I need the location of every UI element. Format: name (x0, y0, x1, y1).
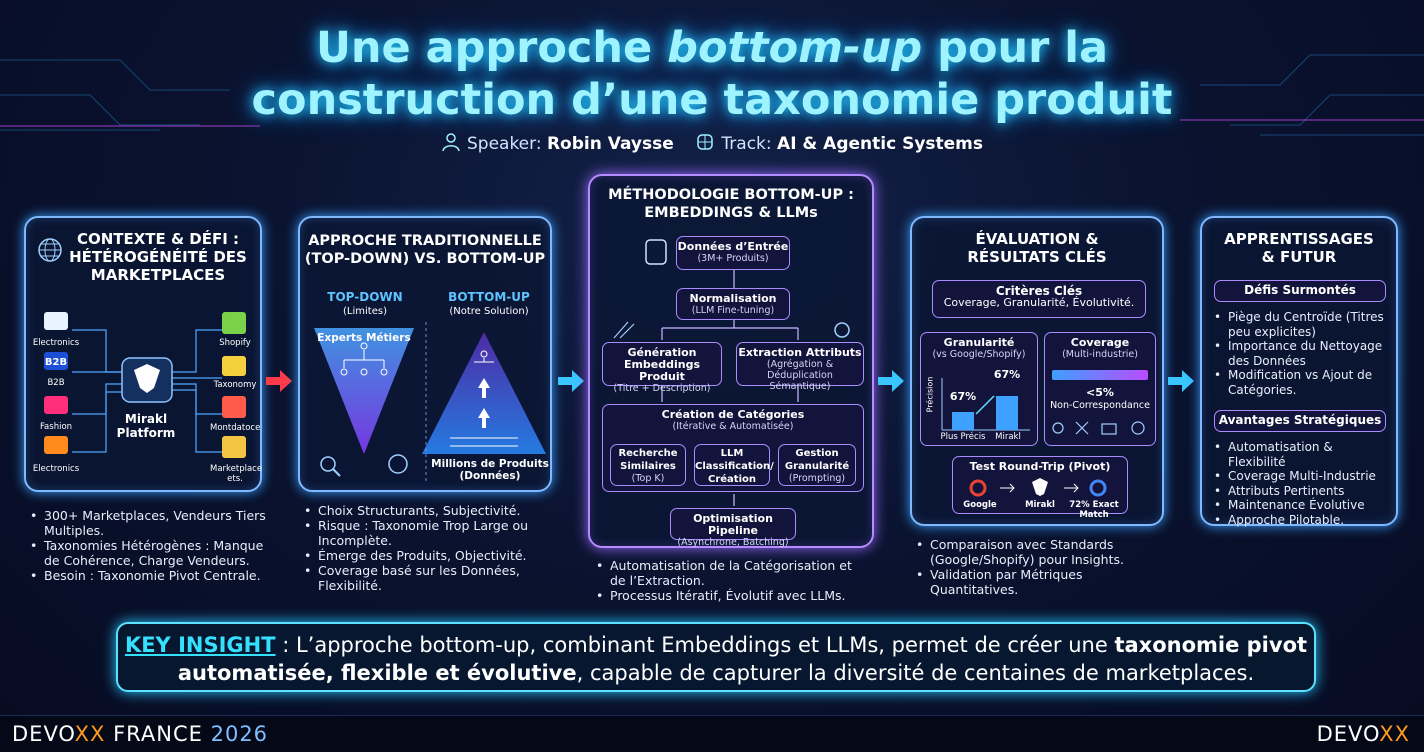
panel-learnings: APPRENTISSAGES & FUTUR Défis Surmontés P… (1200, 216, 1398, 527)
step-input: Données d’Entrée(3M+ Produits) (676, 236, 790, 270)
bullet: Processus Itératif, Évolutif avec LLMs. (596, 588, 870, 603)
rt-google: Google (963, 500, 997, 510)
coverage-bar (1052, 370, 1148, 435)
challenges-list: Piège du Centroïde (Titres peu explicite… (1214, 310, 1394, 397)
arrow-right-icon (266, 370, 292, 392)
speaker-track: Speaker: Robin Vaysse Track: AI & Agenti… (0, 132, 1424, 154)
mirakl-platform: Mirakl Platform (116, 412, 176, 440)
left-label-4: Electronics (32, 464, 80, 474)
bullet: Attributs Pertinents (1214, 484, 1394, 499)
left-label-2: B2B (47, 378, 65, 388)
footer: DEVOXX FRANCE 2026 DEVOXX (0, 715, 1424, 752)
gran-axis-label: Précision (925, 376, 935, 413)
person-icon (442, 133, 460, 152)
bullet: Automatisation de la Catégorisation et d… (596, 558, 870, 588)
panel-context-title: CONTEXTE & DÉFI : HÉTÉROGÉNÉITÉ DES MARK… (69, 230, 247, 284)
marketplace-network (44, 312, 246, 458)
bullet: Validation par Métriques Quantitatives. (916, 567, 1166, 597)
arrow-right-icon (878, 370, 904, 392)
bar2-label: Mirakl (995, 432, 1021, 442)
bullet: Émerge des Produits, Objectivité. (304, 548, 554, 563)
bullet: Piège du Centroïde (Titres peu explicite… (1214, 310, 1394, 339)
right-label-4: Marketplace ets. (210, 464, 263, 484)
rt-match: 72% Exact Match (1069, 500, 1119, 520)
bullet: Choix Structurants, Subjectivité. (304, 503, 554, 518)
pipeline-connectors (613, 239, 850, 506)
right-label-1: Shopify (219, 338, 251, 348)
bullet: Maintenance Évolutive (1214, 498, 1394, 513)
footer-brand-logo: DEVOXX (1316, 722, 1410, 746)
granularity-box: Granularité(vs Google/Shopify) (920, 332, 1038, 446)
step-embeddings: Génération Embeddings Produit(Titre + De… (602, 342, 722, 394)
page-title: Une approche bottom-up pour la construct… (251, 23, 1173, 125)
panel-methodology: MÉTHODOLOGIE BOTTOM-UP : EMBEDDINGS & LL… (588, 174, 874, 548)
substep-granularity: Gestion Granularité(Prompting) (778, 444, 856, 486)
coverage-value: <5% (1086, 386, 1114, 399)
bullet: Automatisation & Flexibilité (1214, 440, 1394, 469)
right-label-3: Montdatoce (210, 423, 261, 433)
key-insight: KEY INSIGHT : L’approche bottom-up, comb… (116, 622, 1316, 692)
panel-context-bullets: 300+ Marketplaces, Vendeurs Tiers Multip… (30, 508, 266, 583)
step-optimisation: Optimisation Pipeline(Asynchrone, Batchi… (670, 508, 796, 548)
left-label-3: Fashion (39, 422, 73, 432)
granularity-bars (941, 378, 1030, 431)
advantages-header: Avantages Stratégiques (1214, 410, 1386, 432)
step-extraction: Extraction Attributs(Agrégation & Dédupl… (736, 342, 864, 392)
bottomup-sub: (Notre Solution) (449, 306, 529, 317)
bar1-value: 67% (949, 390, 977, 403)
substep-llm: LLM Classification/ Création (694, 444, 774, 486)
bullet: Approche Pilotable. (1214, 513, 1394, 528)
bullet: Comparaison avec Standards (Google/Shopi… (916, 537, 1166, 567)
bullet: Importance du Nettoyage des Données (1214, 339, 1394, 368)
arrow-right-icon (1168, 370, 1194, 392)
substep-search: Recherche Similaires(Top K) (610, 444, 686, 486)
bullet: Coverage basé sur les Données, Flexibili… (304, 563, 554, 593)
key-insight-label: KEY INSIGHT (124, 633, 276, 657)
arrow-right-icon (558, 370, 584, 392)
panel-evaluation-title: ÉVALUATION & RÉSULTATS CLÉS (967, 230, 1107, 266)
roundtrip-icons (969, 478, 1107, 497)
panel-approach-title: APPROCHE TRADITIONNELLE (TOP-DOWN) VS. B… (304, 233, 546, 267)
right-label-2: Taxonomy (213, 380, 257, 390)
bar1-label: Plus Précis (940, 432, 986, 442)
bullet: Coverage Multi-Industrie (1214, 469, 1394, 484)
panel-learnings-title: APPRENTISSAGES & FUTUR (1224, 230, 1374, 266)
bottomup-title: BOTTOM-UP (448, 290, 530, 304)
panel-approach: APPROCHE TRADITIONNELLE (TOP-DOWN) VS. B… (298, 216, 552, 492)
coverage-label: Non-Correspondance (1050, 400, 1150, 411)
footer-event-logo: DEVOXX FRANCE 2026 (12, 722, 269, 746)
panel-methodology-title: MÉTHODOLOGIE BOTTOM-UP : EMBEDDINGS & LL… (608, 187, 854, 221)
brain-chip-icon (697, 134, 714, 150)
approach-pyramids (314, 322, 546, 482)
topdown-title: TOP-DOWN (327, 290, 403, 304)
left-label-1: Electronics (32, 338, 80, 348)
panel-evaluation-bullets: Comparaison avec Standards (Google/Shopi… (916, 537, 1166, 597)
bottomup-label: Millions de Produits (Données) (431, 458, 549, 482)
b2b-badge: B2B (44, 357, 68, 368)
panel-context: CONTEXTE & DÉFI : HÉTÉROGÉNÉITÉ DES MARK… (24, 216, 262, 492)
bar2-value: 67% (993, 368, 1021, 381)
topdown-sub: (Limites) (343, 306, 387, 317)
globe-icon (38, 238, 62, 262)
bullet: Modification vs Ajout de Catégories. (1214, 368, 1394, 397)
bullet: Taxonomies Hétérogènes : Manque de Cohér… (30, 538, 266, 568)
topdown-label: Experts Métiers (317, 332, 411, 344)
panel-methodology-bullets: Automatisation de la Catégorisation et d… (596, 558, 870, 603)
bullet: Besoin : Taxonomie Pivot Centrale. (30, 568, 266, 583)
bullet: 300+ Marketplaces, Vendeurs Tiers Multip… (30, 508, 266, 538)
panel-evaluation: ÉVALUATION & RÉSULTATS CLÉS Critères Clé… (910, 216, 1164, 526)
rt-mirakl: Mirakl (1025, 500, 1055, 510)
bullet: Risque : Taxonomie Trop Large ou Incompl… (304, 518, 554, 548)
advantages-list: Automatisation & Flexibilité Coverage Mu… (1214, 440, 1394, 527)
step-normalisation: Normalisation(LLM Fine-tuning) (676, 288, 790, 320)
challenges-header: Défis Surmontés (1214, 280, 1386, 302)
panel-approach-bullets: Choix Structurants, Subjectivité. Risque… (304, 503, 554, 593)
